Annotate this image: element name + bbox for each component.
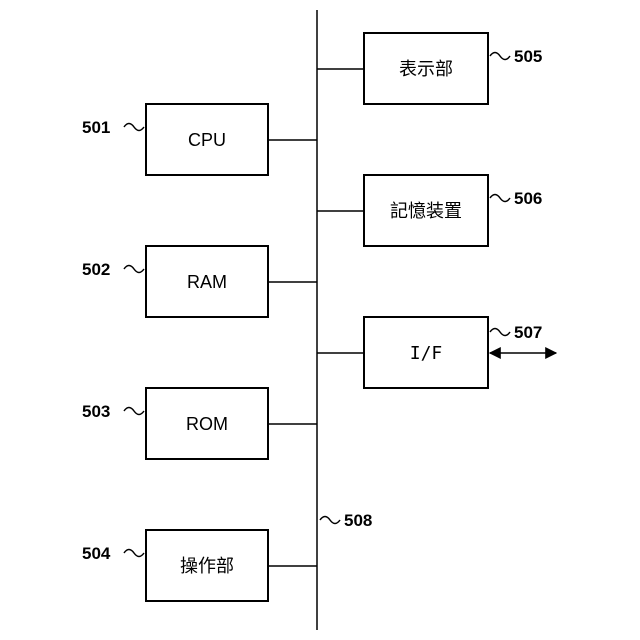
block-display-unit-label: 表示部 — [399, 59, 453, 79]
block-display-unit-ref-leader — [490, 53, 510, 60]
bus-ref-label: 508 — [344, 511, 372, 530]
block-ram-ref-leader — [124, 266, 144, 273]
block-cpu: CPU 501 — [82, 104, 317, 175]
block-rom-ref-leader — [124, 408, 144, 415]
block-cpu-ref-leader — [124, 124, 144, 131]
block-interface-ref-leader — [490, 329, 510, 336]
block-ram-label: RAM — [187, 272, 227, 292]
bus-ref-leader — [320, 517, 340, 524]
block-operation-unit-ref-leader — [124, 550, 144, 557]
block-operation-unit-label: 操作部 — [180, 556, 234, 576]
block-storage-device-ref-leader — [490, 195, 510, 202]
block-ram-ref: 502 — [82, 260, 110, 279]
block-interface: I/F 507 — [317, 317, 556, 388]
block-interface-label: I/F — [410, 343, 443, 364]
block-rom-label: ROM — [186, 414, 228, 434]
block-cpu-label: CPU — [188, 130, 226, 150]
block-storage-device-label: 記憶装置 — [390, 201, 462, 221]
block-interface-ref: 507 — [514, 323, 542, 342]
block-display-unit: 表示部 505 — [317, 33, 542, 104]
block-operation-unit: 操作部 504 — [82, 530, 317, 601]
block-ram: RAM 502 — [82, 246, 317, 317]
block-operation-unit-ref: 504 — [82, 544, 111, 563]
block-storage-device-ref: 506 — [514, 189, 542, 208]
block-rom: ROM 503 — [82, 388, 317, 459]
block-display-unit-ref: 505 — [514, 47, 542, 66]
block-cpu-ref: 501 — [82, 118, 110, 137]
block-rom-ref: 503 — [82, 402, 110, 421]
block-storage-device: 記憶装置 506 — [317, 175, 542, 246]
